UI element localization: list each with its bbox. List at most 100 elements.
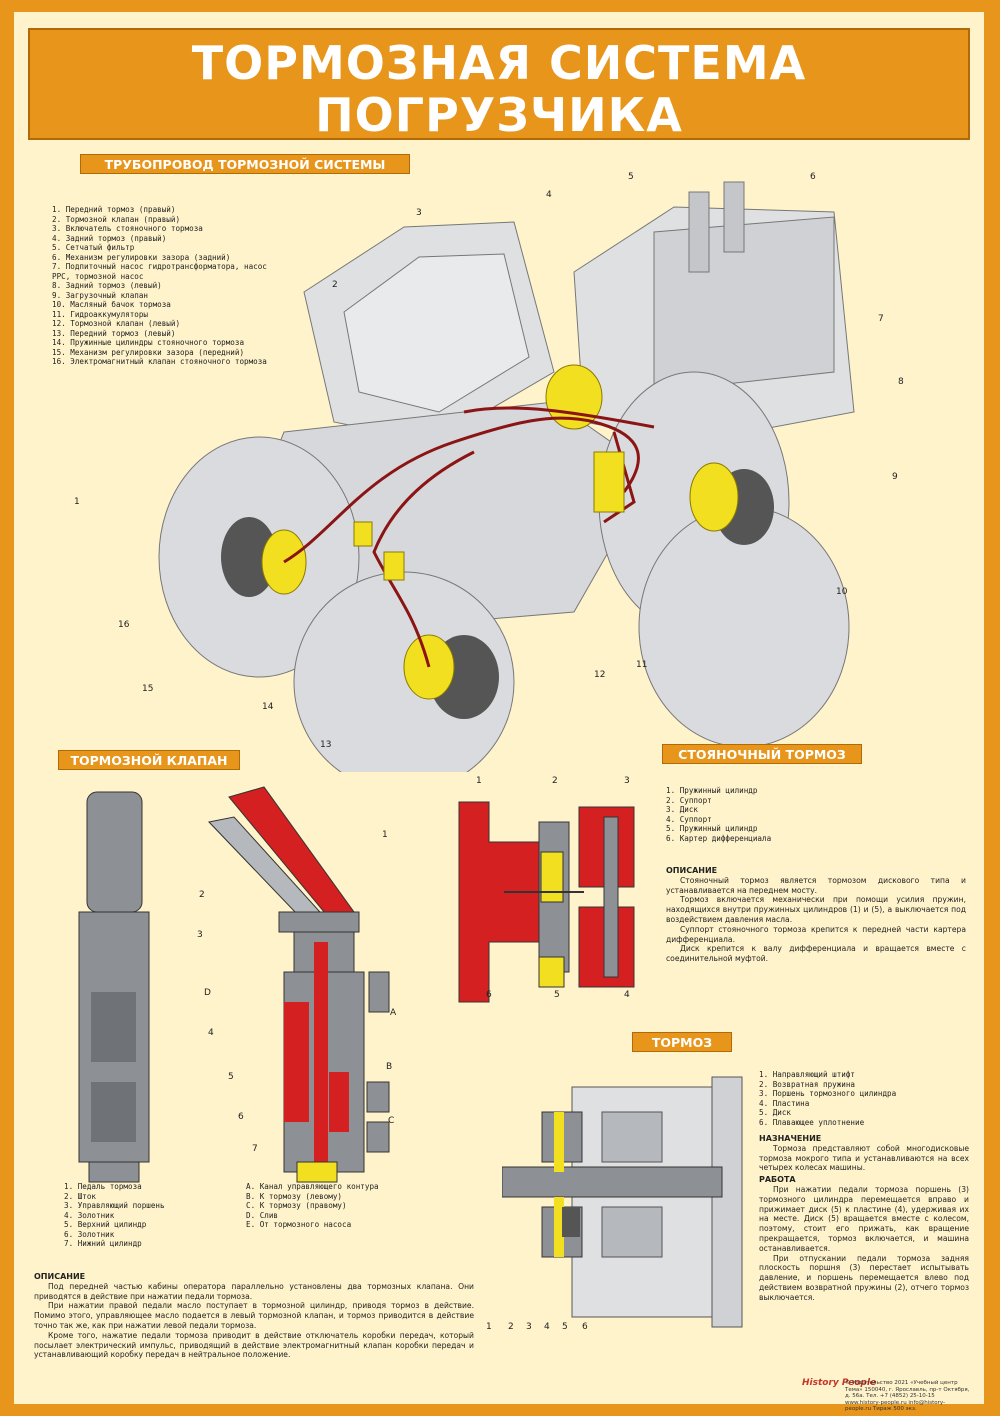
loader-callout: 4	[546, 190, 552, 200]
valve-callout: A	[390, 1008, 397, 1018]
parking-callout: 4	[624, 990, 630, 1000]
valve-description-paragraph: Под передней частью кабины оператора пар…	[34, 1281, 474, 1301]
brake-purpose-text: Тормоза представляют собой многодисковые…	[759, 1143, 969, 1173]
pipeline-legend-item: 5. Сетчатый фильтр	[52, 243, 135, 252]
pipeline-legend-item: 8. Задний тормоз (левый)	[52, 281, 162, 290]
valve-description: ОПИСАНИЕ Под передней частью кабины опер…	[34, 1270, 474, 1360]
wet-brake-illustration	[502, 1076, 743, 1328]
parking-callout: 2	[552, 776, 558, 786]
brake-callout: 4	[544, 1322, 550, 1332]
valve-callout: 1	[382, 830, 388, 840]
parking-description: ОПИСАНИЕ Стояночный тормоз является торм…	[666, 864, 966, 964]
valve-description-paragraph: При нажатии правой педали масло поступае…	[34, 1301, 474, 1330]
brake-description-paragraph: При отпускании педали тормоза задняя пло…	[759, 1253, 969, 1302]
pipeline-legend-item: 9. Загрузочный клапан	[52, 290, 149, 300]
brake-callout: 3	[526, 1322, 532, 1332]
section-valve-tag: ТОРМОЗНОЙ КЛАПАН	[58, 750, 240, 770]
pipeline-legend-item: 13. Передний тормоз (левый)	[52, 328, 176, 338]
valve-description-paragraph: Кроме того, нажатие педали тормоза приво…	[34, 1330, 474, 1360]
section-pipeline-tag: ТРУБОПРОВОД ТОРМОЗНОЙ СИСТЕМЫ	[80, 154, 410, 174]
parking-legend-item: 3. Диск	[666, 805, 699, 814]
pipeline-legend-item: PPC, тормозной насос	[52, 271, 144, 281]
parking-callout: 5	[554, 990, 560, 1000]
valve-callout: 2	[199, 890, 205, 900]
section-brake-tag: ТОРМОЗ	[632, 1032, 732, 1052]
valve-legend-item: 4. Золотник	[64, 1210, 115, 1220]
parking-description-paragraph: Стояночный тормоз является тормозом диск…	[666, 875, 966, 895]
brake-legend-item: 6. Плавающее уплотнение	[759, 1117, 865, 1127]
poster: ТОРМОЗНАЯ СИСТЕМА ПОГРУЗЧИКА ТРУБОПРОВОД…	[14, 12, 984, 1404]
valve-legend-item: 2. Шток	[64, 1191, 97, 1201]
pipeline-legend-item: 6. Механизм регулировки зазора (задний)	[52, 252, 231, 262]
pipeline-legend-item: 12. Тормозной клапан (левый)	[52, 319, 181, 328]
pipeline-legend: 1. Передний тормоз (правый)2. Тормозной …	[52, 205, 267, 367]
brake-purpose-heading: НАЗНАЧЕНИЕ	[759, 1134, 822, 1143]
loader-callout: 9	[892, 472, 898, 482]
brake-callout: 5	[562, 1322, 568, 1332]
valve-callout: 3	[197, 930, 203, 940]
pipeline-legend-item: 11. Гидроаккумуляторы	[52, 309, 149, 319]
valve-port-item: D. Слив	[246, 1210, 279, 1220]
publisher-logo: History People	[802, 1378, 877, 1388]
parking-legend-item: 6. Картер дифференциала	[666, 833, 772, 843]
valve-port-item: A. Канал управляющего контура	[246, 1182, 379, 1191]
pipeline-legend-item: 15. Механизм регулировки зазора (передни…	[52, 347, 245, 357]
parking-legend-item: 1. Пружинный цилиндр	[666, 786, 758, 795]
pipeline-legend-item: 1. Передний тормоз (правый)	[52, 205, 176, 214]
parking-description-paragraph: Диск крепится к валу дифференциала и вра…	[666, 944, 966, 964]
valve-callout: C	[388, 1116, 395, 1126]
loader-callout: 6	[810, 172, 816, 182]
pipeline-legend-item: 2. Тормозной клапан (правый)	[52, 214, 181, 224]
brake-operation-heading: РАБОТА	[759, 1175, 796, 1185]
parking-callout: 3	[624, 776, 630, 786]
valve-legend-item: 6. Золотник	[64, 1229, 115, 1239]
parking-description-heading: ОПИСАНИЕ	[666, 866, 718, 875]
brake-description-paragraph: При нажатии педали тормоза поршень (3) т…	[759, 1184, 969, 1253]
loader-callout: 15	[142, 684, 154, 694]
loader-callout: 14	[262, 702, 274, 712]
brake-description: НАЗНАЧЕНИЕ Тормоза представляют собой мн…	[759, 1132, 969, 1303]
pipeline-legend-item: 7. Подпиточный насос гидротрансформатора…	[52, 262, 267, 271]
loader-callout: 2	[332, 280, 338, 290]
valve-port-item: B. К тормозу (левому)	[246, 1191, 343, 1201]
pipeline-legend-item: 16. Электромагнитный клапан стояночного …	[52, 357, 267, 366]
valve-description-heading: ОПИСАНИЕ	[34, 1272, 86, 1281]
loader-callout: 7	[878, 314, 884, 324]
valve-legend-item: 3. Управляющий поршень	[64, 1201, 165, 1210]
brake-callout: 6	[582, 1322, 588, 1332]
loader-illustration	[158, 181, 855, 772]
parking-brake-illustration	[458, 801, 635, 1003]
brake-legend-item: 4. Пластина	[759, 1098, 810, 1108]
loader-callout: 5	[628, 172, 634, 182]
section-parking-tag: СТОЯНОЧНЫЙ ТОРМОЗ	[662, 744, 862, 764]
valve-callout: 6	[238, 1112, 244, 1122]
brake-legend-item: 1. Направляющий штифт	[759, 1070, 856, 1079]
valve-callout: 5	[228, 1072, 234, 1082]
loader-callout: 11	[636, 660, 648, 670]
pipeline-legend-item: 14. Пружинные цилиндры стояночного тормо…	[52, 338, 245, 347]
title-banner: ТОРМОЗНАЯ СИСТЕМА ПОГРУЗЧИКА	[28, 28, 970, 142]
brake-legend-item: 3. Поршень тормозного цилиндра	[759, 1089, 897, 1098]
valve-callout: 4	[208, 1028, 214, 1038]
valve-illustration	[78, 786, 390, 1183]
brake-legend-item: 2. Возвратная пружина	[759, 1079, 856, 1089]
parking-legend-item: 5. Пружинный цилиндр	[666, 824, 758, 833]
parking-callout: 1	[476, 776, 482, 786]
parking-legend-item: 4. Суппорт	[666, 814, 712, 824]
valve-port-item: E. От тормозного насоса	[246, 1220, 352, 1229]
parking-description-paragraph: Суппорт стояночного тормоза крепится к п…	[666, 924, 966, 944]
loader-callout: 13	[320, 740, 332, 750]
footer-text: © Издательство 2021 «Учебный центр Тема»…	[845, 1380, 970, 1412]
parking-legend-item: 2. Суппорт	[666, 795, 712, 805]
pipeline-legend-item: 10. Масляный бачок тормоза	[52, 300, 171, 309]
valve-callout: B	[386, 1062, 393, 1072]
pipeline-legend-item: 3. Включатель стояночного тормоза	[52, 224, 203, 233]
title-line-1: ТОРМОЗНАЯ СИСТЕМА	[191, 36, 807, 90]
loader-callout: 16	[118, 620, 130, 630]
loader-callout: 10	[836, 587, 848, 597]
valve-legend-item: 1. Педаль тормоза	[64, 1182, 142, 1191]
